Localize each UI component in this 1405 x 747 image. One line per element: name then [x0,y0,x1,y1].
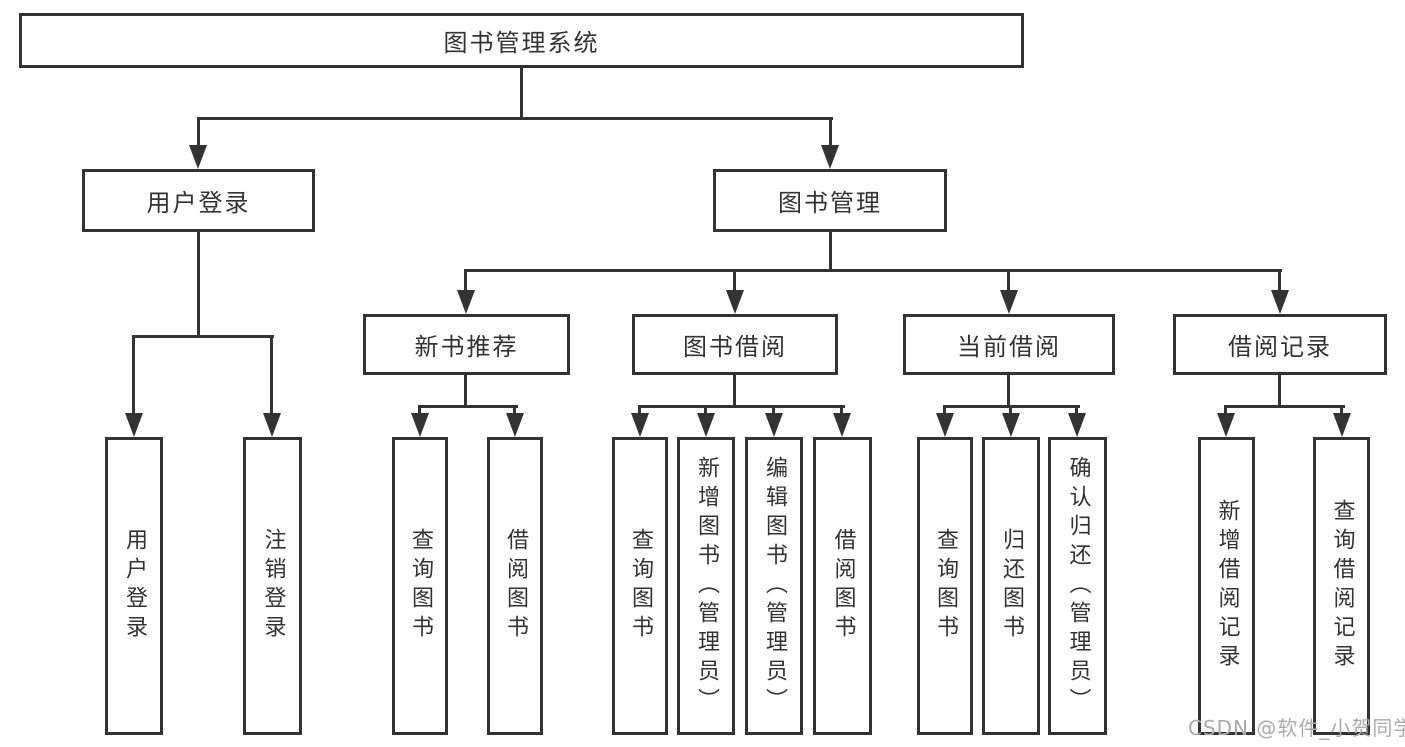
connector-line [1007,375,1010,408]
leaf-query-borrow-record-label: 查询借阅记录 [1329,499,1355,673]
arrowhead-icon [125,413,143,437]
arrowhead-icon [631,413,649,437]
arrowhead-icon [1217,413,1235,437]
arrowhead-icon [726,290,744,314]
leaf-confirm-return-admin: 确认归还（管理员） [1048,437,1107,735]
leaf-logout-label: 注销登录 [260,528,286,644]
leaf-add-books-admin-label: 新增图书（管理员） [694,455,719,717]
node-book-borrowing-label: 图书借阅 [683,333,787,361]
arrowhead-icon [1271,290,1289,314]
connector-line [197,117,833,120]
leaf-logout: 注销登录 [243,437,302,735]
connector-line [520,68,523,119]
connector-line [943,405,946,417]
leaf-query-borrow-record: 查询借阅记录 [1313,437,1370,735]
leaf-borrowing-borrow-books-label: 借阅图书 [830,528,856,644]
connector-line [1075,405,1078,417]
arrowhead-icon [457,290,475,314]
leaf-return-books: 归还图书 [982,437,1040,735]
connector-line [132,335,274,338]
connector-line [1224,405,1345,408]
leaf-add-borrow-record-label: 新增借阅记录 [1214,499,1240,673]
leaf-edit-books-admin-label: 编辑图书（管理员） [762,455,787,717]
arrowhead-icon [821,145,839,169]
node-current-borrowing-label: 当前借阅 [957,333,1061,361]
connector-line [1278,269,1281,293]
node-book-borrowing: 图书借阅 [632,314,838,375]
connector-line [513,405,516,417]
connector-line [638,405,641,417]
leaf-user-login: 用户登录 [105,437,163,735]
connector-line [829,232,832,272]
arrowhead-icon [263,413,281,437]
node-library-system: 图书管理系统 [19,13,1024,68]
connector-line [464,269,1282,272]
arrowhead-icon [697,413,715,437]
connector-line [840,405,843,417]
node-new-book-recommend-label: 新书推荐 [414,333,519,361]
leaf-recommend-borrow-books-label: 借阅图书 [503,528,528,644]
connector-line [1278,375,1281,408]
connector-line [704,405,707,417]
connector-line [464,375,467,408]
leaf-add-borrow-record: 新增借阅记录 [1198,437,1255,735]
connector-line [638,405,845,408]
arrowhead-icon [833,413,851,437]
leaf-borrowing-borrow-books: 借阅图书 [813,437,872,735]
arrowhead-icon [936,413,954,437]
connector-line [1224,405,1227,417]
arrowhead-icon [1333,413,1351,437]
arrowhead-icon [765,413,783,437]
arrowhead-icon [189,145,207,169]
connector-line [1007,269,1010,293]
arrowhead-icon [1002,413,1020,437]
connector-line [1340,405,1343,417]
connector-line [132,335,135,415]
csdn-watermark: CSDN @软件_小贺同学 [1188,716,1405,740]
leaf-borrowing-query-books-label: 查询图书 [628,528,653,644]
leaf-user-login-label: 用户登录 [122,528,147,644]
leaf-add-books-admin: 新增图书（管理员） [677,437,735,735]
leaf-current-query-books: 查询图书 [917,437,973,735]
arrowhead-icon [411,413,429,437]
node-book-management-label: 图书管理 [778,189,882,217]
leaf-recommend-query-books: 查询图书 [392,437,448,735]
leaf-current-query-books-label: 查询图书 [933,528,958,644]
node-borrow-records: 借阅记录 [1173,314,1387,375]
node-borrow-records-label: 借阅记录 [1228,333,1332,361]
node-user-login-label: 用户登录 [146,189,251,217]
arrowhead-icon [1068,413,1086,437]
connector-line [733,269,736,293]
connector-line [418,405,421,417]
node-new-book-recommend: 新书推荐 [363,314,570,375]
connector-line [829,117,832,148]
connector-line [733,375,736,408]
arrowhead-icon [506,413,524,437]
connector-line [772,405,775,417]
node-book-management: 图书管理 [713,169,947,232]
connector-line [464,269,467,293]
leaf-edit-books-admin: 编辑图书（管理员） [745,437,803,735]
connector-line [270,335,273,415]
node-library-system-label: 图书管理系统 [443,29,600,57]
leaf-borrowing-query-books: 查询图书 [612,437,668,735]
connector-line [197,232,200,338]
node-user-login: 用户登录 [82,169,315,232]
connector-line [197,117,200,148]
connector-line [1009,405,1012,417]
connector-line [418,405,518,408]
leaf-recommend-borrow-books: 借阅图书 [487,437,543,735]
node-current-borrowing: 当前借阅 [903,314,1115,375]
arrowhead-icon [1000,290,1018,314]
leaf-return-books-label: 归还图书 [999,528,1024,644]
leaf-recommend-query-books-label: 查询图书 [408,528,433,644]
leaf-confirm-return-admin-label: 确认归还（管理员） [1065,455,1091,717]
